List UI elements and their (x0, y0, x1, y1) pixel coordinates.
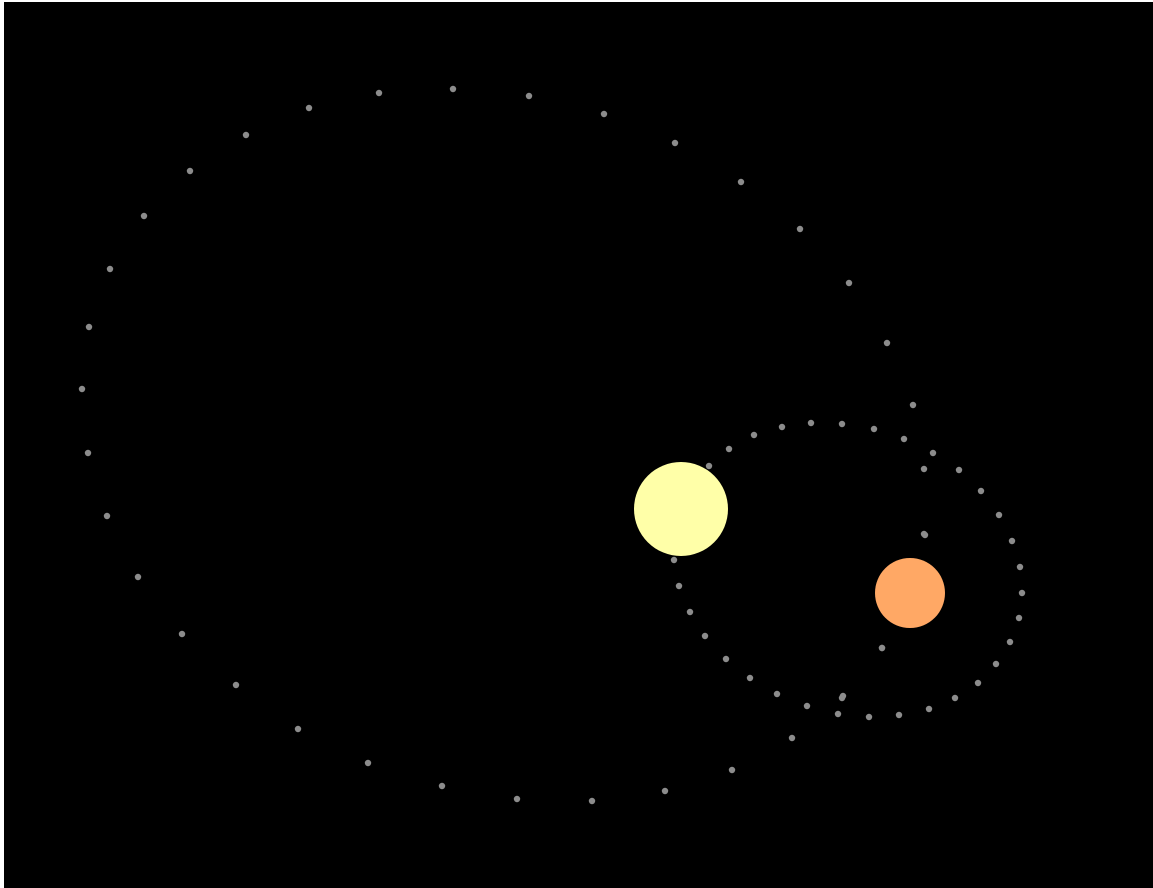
inner-orbit-trail-dot (746, 674, 754, 682)
inner-orbit-trail-dot (725, 445, 733, 453)
outer-orbit-trail-dot (845, 279, 853, 287)
inner-orbit-trail-dot (722, 655, 730, 663)
inner-orbit-trail-dot (838, 420, 846, 428)
inner-orbit-trail-dot (834, 710, 842, 718)
outer-orbit-trail-dot (375, 89, 383, 97)
outer-orbit-trail-dot (883, 339, 891, 347)
outer-orbit-trail-dot (305, 104, 313, 112)
planet-trail-trail-dot (839, 692, 847, 700)
space-background (4, 2, 1153, 888)
inner-orbit-trail-dot (1015, 614, 1023, 622)
inner-orbit-trail-dot (895, 711, 903, 719)
inner-orbit-trail-dot (1008, 537, 1016, 545)
inner-orbit-trail-dot (750, 431, 758, 439)
outer-orbit-trail-dot (85, 323, 93, 331)
inner-orbit-trail-dot (701, 632, 709, 640)
outer-orbit-trail-dot (294, 725, 302, 733)
inner-orbit-trail-dot (870, 425, 878, 433)
inner-orbit-trail-dot (900, 435, 908, 443)
inner-orbit-trail-dot (670, 556, 678, 564)
orbit-trails (78, 85, 1026, 805)
sun-body (634, 462, 728, 556)
inner-orbit-trail-dot (929, 449, 937, 457)
planet-trail-trail-dot (878, 644, 886, 652)
outer-orbit-trail-dot (78, 385, 86, 393)
inner-orbit-trail-dot (925, 705, 933, 713)
outer-orbit-trail-dot (600, 110, 608, 118)
outer-orbit-trail-dot (737, 178, 745, 186)
outer-orbit-trail-dot (106, 265, 114, 273)
inner-orbit-trail-dot (803, 702, 811, 710)
outer-orbit-trail-dot (513, 795, 521, 803)
outer-orbit-trail-dot (671, 139, 679, 147)
outer-orbit-trail-dot (788, 734, 796, 742)
planet-trail-trail-dot (921, 531, 929, 539)
planet-body (875, 558, 945, 628)
outer-orbit-trail-dot (449, 85, 457, 93)
outer-orbit-trail-dot (134, 573, 142, 581)
outer-orbit-trail-dot (588, 797, 596, 805)
inner-orbit-trail-dot (675, 582, 683, 590)
outer-orbit-trail-dot (178, 630, 186, 638)
inner-orbit-trail-dot (807, 419, 815, 427)
inner-orbit-trail-dot (773, 690, 781, 698)
outer-orbit-trail-dot (525, 92, 533, 100)
outer-orbit-trail-dot (909, 401, 917, 409)
celestial-bodies (634, 462, 945, 628)
inner-orbit-trail-dot (951, 694, 959, 702)
inner-orbit-trail-dot (977, 487, 985, 495)
inner-orbit-trail-dot (992, 660, 1000, 668)
inner-orbit-trail-dot (1018, 589, 1026, 597)
inner-orbit-trail-dot (1006, 638, 1014, 646)
outer-orbit-trail-dot (84, 449, 92, 457)
outer-orbit-trail-dot (438, 782, 446, 790)
inner-orbit-trail-dot (705, 462, 713, 470)
outer-orbit-trail-dot (796, 225, 804, 233)
outer-orbit-trail-dot (186, 167, 194, 175)
inner-orbit-trail-dot (955, 466, 963, 474)
inner-orbit-trail-dot (686, 608, 694, 616)
inner-orbit-trail-dot (974, 679, 982, 687)
inner-orbit-trail-dot (865, 713, 873, 721)
inner-orbit-trail-dot (778, 423, 786, 431)
outer-orbit-trail-dot (232, 681, 240, 689)
outer-orbit-trail-dot (364, 759, 372, 767)
outer-orbit-trail-dot (103, 512, 111, 520)
inner-orbit-trail-dot (1016, 563, 1024, 571)
simulation-canvas (4, 2, 1153, 888)
outer-orbit-trail-dot (661, 787, 669, 795)
outer-orbit-trail-dot (140, 212, 148, 220)
outer-orbit-trail-dot (920, 465, 928, 473)
inner-orbit-trail-dot (995, 511, 1003, 519)
outer-orbit-trail-dot (242, 131, 250, 139)
outer-orbit-trail-dot (728, 766, 736, 774)
